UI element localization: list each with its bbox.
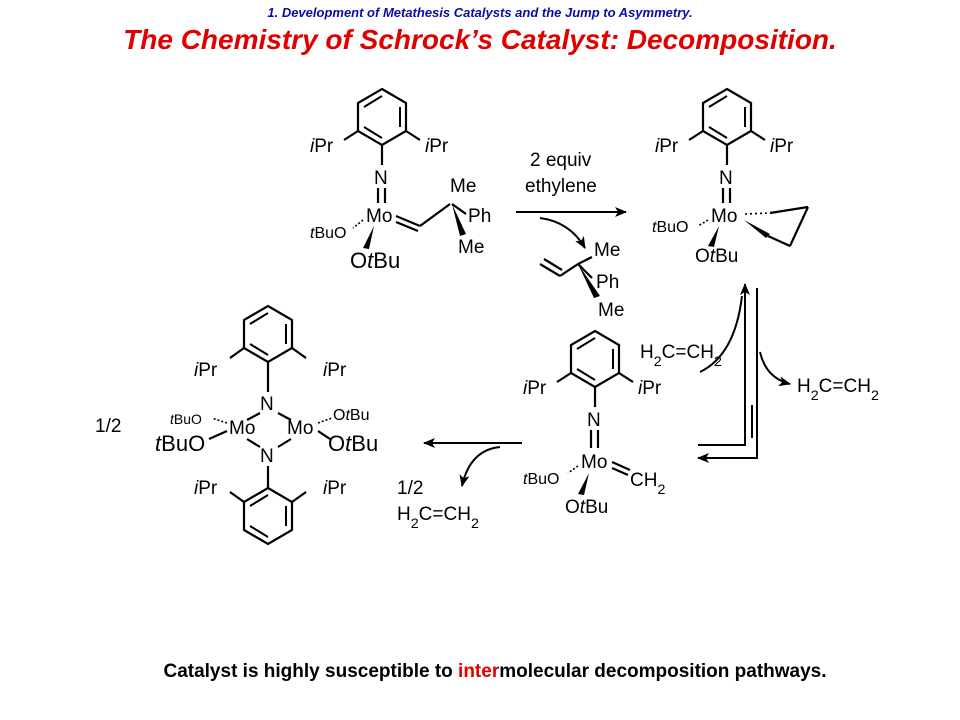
phenyl-label: Ph xyxy=(596,272,619,293)
ipr-label: iPr xyxy=(323,360,347,381)
ipr-label: iPr xyxy=(770,136,794,157)
equilibrium-arrow-down xyxy=(697,288,758,463)
phenyl-label: Ph xyxy=(468,206,491,227)
nitrogen-label: N xyxy=(260,394,274,415)
starting-alkylidene: iPr iPr N Mo tBuO OtBu Me Ph Me xyxy=(310,87,491,273)
nitrogen-label: N xyxy=(374,168,388,189)
ethylene-addition-step: 2 equiv ethylene xyxy=(516,150,627,249)
ipr-label: iPr xyxy=(310,136,334,157)
otbu-label: OtBu xyxy=(695,246,738,267)
methyl-label: Me xyxy=(594,240,620,261)
slide-caption: Catalyst is highly susceptible to interm… xyxy=(0,661,960,683)
tbuo-label: tBuO xyxy=(523,471,559,488)
ipr-label: iPr xyxy=(655,136,679,157)
equilibrium-arrows: H2C=CH2 H2C=CH2 xyxy=(640,283,879,463)
ipr-label: iPr xyxy=(194,478,218,499)
slide-title: The Chemistry of Schrock’s Catalyst: Dec… xyxy=(123,24,837,55)
aryl-ring xyxy=(242,304,294,364)
ipr-label: iPr xyxy=(323,478,347,499)
ethylene-label: H2C=CH2 xyxy=(397,504,479,532)
otbu-label: OtBu xyxy=(350,248,400,273)
ethylene-label: H2C=CH2 xyxy=(640,342,722,370)
dimerization-step: 1/2 H2C=CH2 xyxy=(397,438,522,532)
aryl-ring xyxy=(242,486,294,546)
methylidene-label: CH2 xyxy=(630,470,665,498)
otbu-label: OtBu xyxy=(333,407,369,424)
methyl-label: Me xyxy=(458,237,484,258)
ethylene-loss-arrow xyxy=(459,446,501,487)
aryl-ring xyxy=(356,87,408,147)
tbuo-label: tBuO xyxy=(310,225,346,242)
caption-end: molecular decomposition pathways. xyxy=(499,661,827,682)
caption-start: Catalyst is highly susceptible to xyxy=(163,661,459,682)
reagent-amount: 2 equiv xyxy=(530,150,592,171)
nitrogen-label: N xyxy=(260,446,274,467)
methylidene-complex: iPr iPr N Mo tBuO OtBu CH2 xyxy=(523,329,665,518)
ipr-label: iPr xyxy=(638,378,662,399)
stoichiometry-label: 1/2 xyxy=(95,416,121,437)
nitrogen-label: N xyxy=(719,168,733,189)
caption-highlight: inter xyxy=(458,661,500,682)
slide-subtitle: 1. Development of Metathesis Catalysts a… xyxy=(267,5,693,20)
ipr-label: iPr xyxy=(194,360,218,381)
ethylene-release-arrow xyxy=(759,351,791,387)
aryl-ring xyxy=(701,87,753,147)
bridged-dimer: 1/2 iPr iPr N Mo Mo N iPr iPr tBuO tBuO … xyxy=(95,304,378,546)
otbu-label: OtBu xyxy=(565,497,608,518)
molybdenum-label: Mo xyxy=(711,206,737,227)
molybdenum-label: Mo xyxy=(287,418,313,439)
molybdenum-label: Mo xyxy=(366,206,392,227)
aryl-ring xyxy=(569,329,621,389)
reagent-name: ethylene xyxy=(525,176,597,197)
methyl-label: Me xyxy=(450,176,476,197)
equilibrium-arrow-up xyxy=(698,283,750,446)
olefin-byproduct: Me Ph Me xyxy=(539,240,624,321)
methyl-label: Me xyxy=(598,300,624,321)
half-label: 1/2 xyxy=(397,478,423,499)
tbuo-label: tBuO xyxy=(170,411,202,427)
nitrogen-label: N xyxy=(587,410,601,431)
ipr-label: iPr xyxy=(425,136,449,157)
otbu-label: OtBu xyxy=(328,431,378,456)
tbuo-label: tBuO xyxy=(155,431,205,456)
molybdenum-label: Mo xyxy=(229,418,255,439)
tbuo-label: tBuO xyxy=(652,219,688,236)
metallacyclobutane: iPr iPr N Mo tBuO OtBu xyxy=(652,87,809,267)
elimination-arrow xyxy=(539,217,586,249)
ipr-label: iPr xyxy=(523,378,547,399)
molybdenum-label: Mo xyxy=(581,452,607,473)
ethylene-label: H2C=CH2 xyxy=(797,376,879,404)
